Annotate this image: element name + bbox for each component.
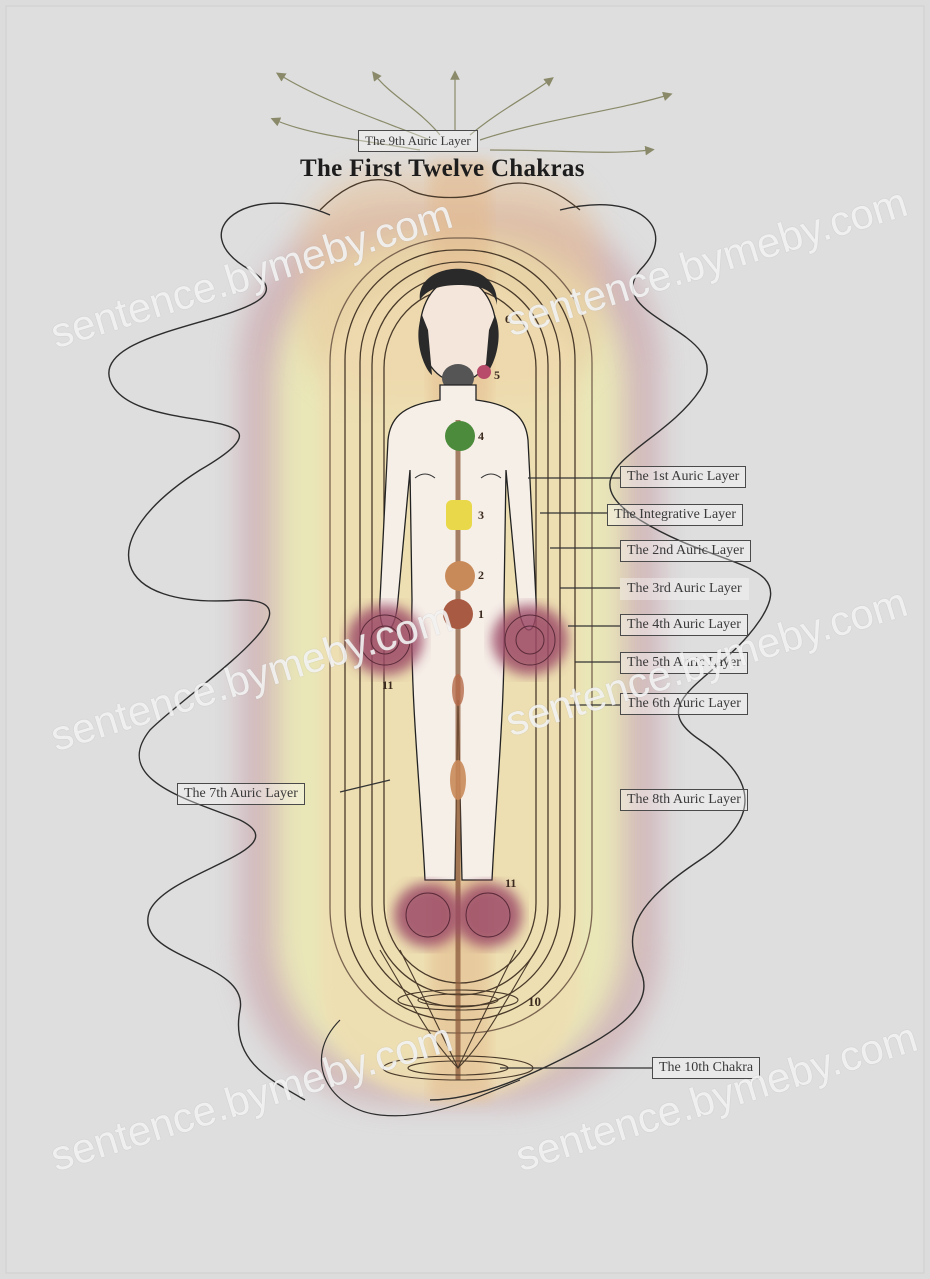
chakra-2 bbox=[445, 561, 475, 591]
diagram-title: The First Twelve Chakras bbox=[300, 155, 585, 183]
chakra-number-5: 5 bbox=[494, 368, 500, 383]
label-auric-layer-2: The 2nd Auric Layer bbox=[620, 540, 751, 562]
chakra-number-2: 2 bbox=[478, 568, 484, 583]
chakra-number-1: 1 bbox=[478, 607, 484, 622]
chakra-number-11-left: 11 bbox=[382, 678, 393, 693]
label-top-auric-layer: The 9th Auric Layer bbox=[358, 130, 478, 152]
chakra-number-11-right: 11 bbox=[505, 876, 516, 891]
chakra-number-6: 6 bbox=[505, 312, 511, 327]
label-auric-layer-5: The 5th Auric Layer bbox=[620, 652, 748, 674]
chakra-number-10: 10 bbox=[528, 994, 541, 1010]
chakra-5 bbox=[477, 365, 491, 379]
chakra-4 bbox=[445, 421, 475, 451]
chakra-1 bbox=[443, 599, 473, 629]
chakra-3 bbox=[446, 500, 472, 530]
label-chakra-10: The 10th Chakra bbox=[652, 1057, 760, 1079]
chakra-number-4: 4 bbox=[478, 429, 484, 444]
label-integrative-layer: The Integrative Layer bbox=[607, 504, 743, 526]
chakra-number-3: 3 bbox=[478, 508, 484, 523]
label-auric-layer-4: The 4th Auric Layer bbox=[620, 614, 748, 636]
label-auric-layer-8: The 8th Auric Layer bbox=[620, 789, 748, 811]
label-auric-layer-3: The 3rd Auric Layer bbox=[620, 578, 749, 600]
label-auric-layer-6: The 6th Auric Layer bbox=[620, 693, 748, 715]
label-auric-layer-7: The 7th Auric Layer bbox=[177, 783, 305, 805]
label-auric-layer-1: The 1st Auric Layer bbox=[620, 466, 746, 488]
